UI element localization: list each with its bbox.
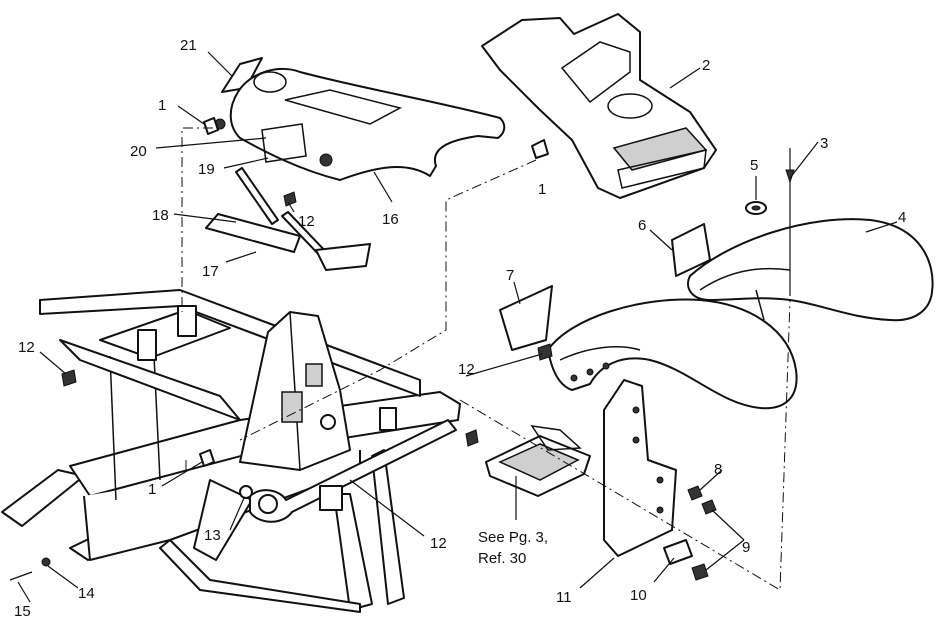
main-frame xyxy=(1,289,461,613)
part-14-nut xyxy=(41,557,51,567)
callout-3: 3 xyxy=(820,135,828,152)
part-1-clip-c xyxy=(199,449,215,467)
callout-21: 21 xyxy=(180,37,197,54)
part-16-front-hood xyxy=(214,67,506,181)
part-8-nut xyxy=(687,485,703,501)
callout-12: 12 xyxy=(430,535,447,552)
callout-12: 12 xyxy=(18,339,35,356)
callout-12: 12 xyxy=(298,213,315,230)
callout-4: 4 xyxy=(898,209,906,226)
callout-12: 12 xyxy=(458,361,475,378)
part-9-nut xyxy=(691,499,717,581)
part-11-mud-flap xyxy=(603,379,677,557)
reference-note-line2: Ref. 30 xyxy=(478,550,526,567)
part-12-bolt-c xyxy=(537,343,553,361)
part-10-plate xyxy=(663,539,693,565)
part-12-bolt-d xyxy=(465,429,479,447)
part-19-lens xyxy=(261,123,307,163)
part-12-bolt-a xyxy=(283,191,297,207)
part-15-screw xyxy=(9,571,33,581)
part-2-rear-housing xyxy=(481,13,717,199)
callout-20: 20 xyxy=(130,143,147,160)
callout-5: 5 xyxy=(750,157,758,174)
part-5-washer xyxy=(745,201,767,215)
callout-15: 15 xyxy=(14,603,31,620)
part-7-decal xyxy=(499,285,553,351)
footrest-assembly xyxy=(485,425,591,497)
reference-note: See Pg. 3, Ref. 30 xyxy=(478,476,548,567)
leader-lines xyxy=(17,51,898,603)
part-6-decal xyxy=(671,223,711,277)
callout-14: 14 xyxy=(78,585,95,602)
part-13-bushing xyxy=(239,485,253,499)
left-footrest xyxy=(1,469,85,527)
callout-1: 1 xyxy=(158,97,166,114)
part-4-rear-fender xyxy=(687,218,934,322)
callout-1: 1 xyxy=(538,181,546,198)
callout-6: 6 xyxy=(638,217,646,234)
front-fender xyxy=(547,298,798,410)
callout-11: 11 xyxy=(556,589,572,606)
callout-17: 17 xyxy=(202,263,219,280)
part-1-clip-b xyxy=(531,139,549,159)
callout-19: 19 xyxy=(198,161,215,178)
callout-10: 10 xyxy=(630,587,647,604)
callout-16: 16 xyxy=(382,211,399,228)
hardware xyxy=(9,117,553,581)
callout-1: 1 xyxy=(148,481,156,498)
callout-8: 8 xyxy=(714,461,722,478)
callout-18: 18 xyxy=(152,207,169,224)
callout-9: 9 xyxy=(742,539,750,556)
callout-labels: 21 1 20 19 12 16 18 17 1 2 3 5 4 6 7 12 … xyxy=(14,37,906,620)
callout-13: 13 xyxy=(204,527,221,544)
part-1-clip-a xyxy=(203,117,219,135)
part-18-bracket xyxy=(235,167,371,271)
assembly-lines xyxy=(181,127,791,591)
reference-note-line1: See Pg. 3, xyxy=(478,529,548,546)
callout-7: 7 xyxy=(506,267,514,284)
callout-2: 2 xyxy=(702,57,710,74)
part-21-panel xyxy=(221,57,263,93)
